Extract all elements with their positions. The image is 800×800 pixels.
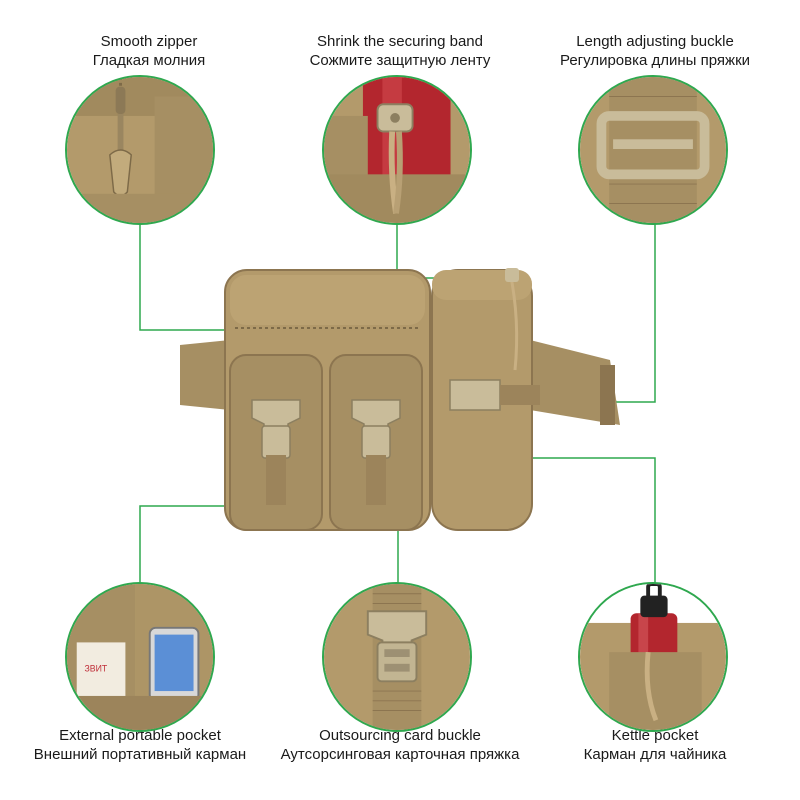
label-en: Length adjusting buckle [576, 33, 734, 50]
label-shrink-band: Shrink the securing band Сожмите защитну… [290, 32, 510, 70]
label-en: Smooth zipper [100, 33, 198, 50]
detail-circle-length [578, 75, 728, 225]
label-ru: Сожмите защитную ленту [309, 52, 491, 69]
label-smooth-zipper: Smooth zipper Гладкая молния [64, 32, 234, 70]
svg-text:ЗВИТ: ЗВИТ [85, 664, 108, 674]
detail-circle-band [322, 75, 472, 225]
water-bottle-icon [580, 584, 726, 730]
detail-circle-kettle [578, 582, 728, 732]
label-en: External portable pocket [59, 727, 221, 744]
phone-icon: ЗВИТ [67, 584, 213, 730]
cord-lock-icon [324, 77, 470, 223]
label-card-buckle: Outsourcing card buckle Аутсорсинговая к… [268, 726, 532, 764]
label-length-buckle: Length adjusting buckle Регулировка длин… [540, 32, 770, 70]
label-ru: Внешний портативный карман [33, 746, 247, 763]
slide-buckle-icon [580, 77, 726, 223]
label-ru: Карман для чайника [583, 746, 727, 763]
label-external-pocket: External portable pocket Внешний портати… [20, 726, 260, 764]
label-ru: Аутсорсинговая карточная пряжка [280, 746, 520, 763]
label-ru: Гладкая молния [92, 52, 206, 69]
label-en: Shrink the securing band [317, 33, 483, 50]
label-kettle-pocket: Kettle pocket Карман для чайника [560, 726, 750, 764]
detail-circle-card [322, 582, 472, 732]
detail-circle-pocket: ЗВИТ [65, 582, 215, 732]
label-ru: Регулировка длины пряжки [559, 52, 751, 69]
zipper-pull-icon [67, 77, 213, 223]
detail-circle-zipper [65, 75, 215, 225]
label-en: Outsourcing card buckle [319, 727, 481, 744]
label-en: Kettle pocket [611, 727, 699, 744]
side-release-buckle-icon [324, 584, 470, 730]
waist-bag-image [180, 268, 620, 531]
